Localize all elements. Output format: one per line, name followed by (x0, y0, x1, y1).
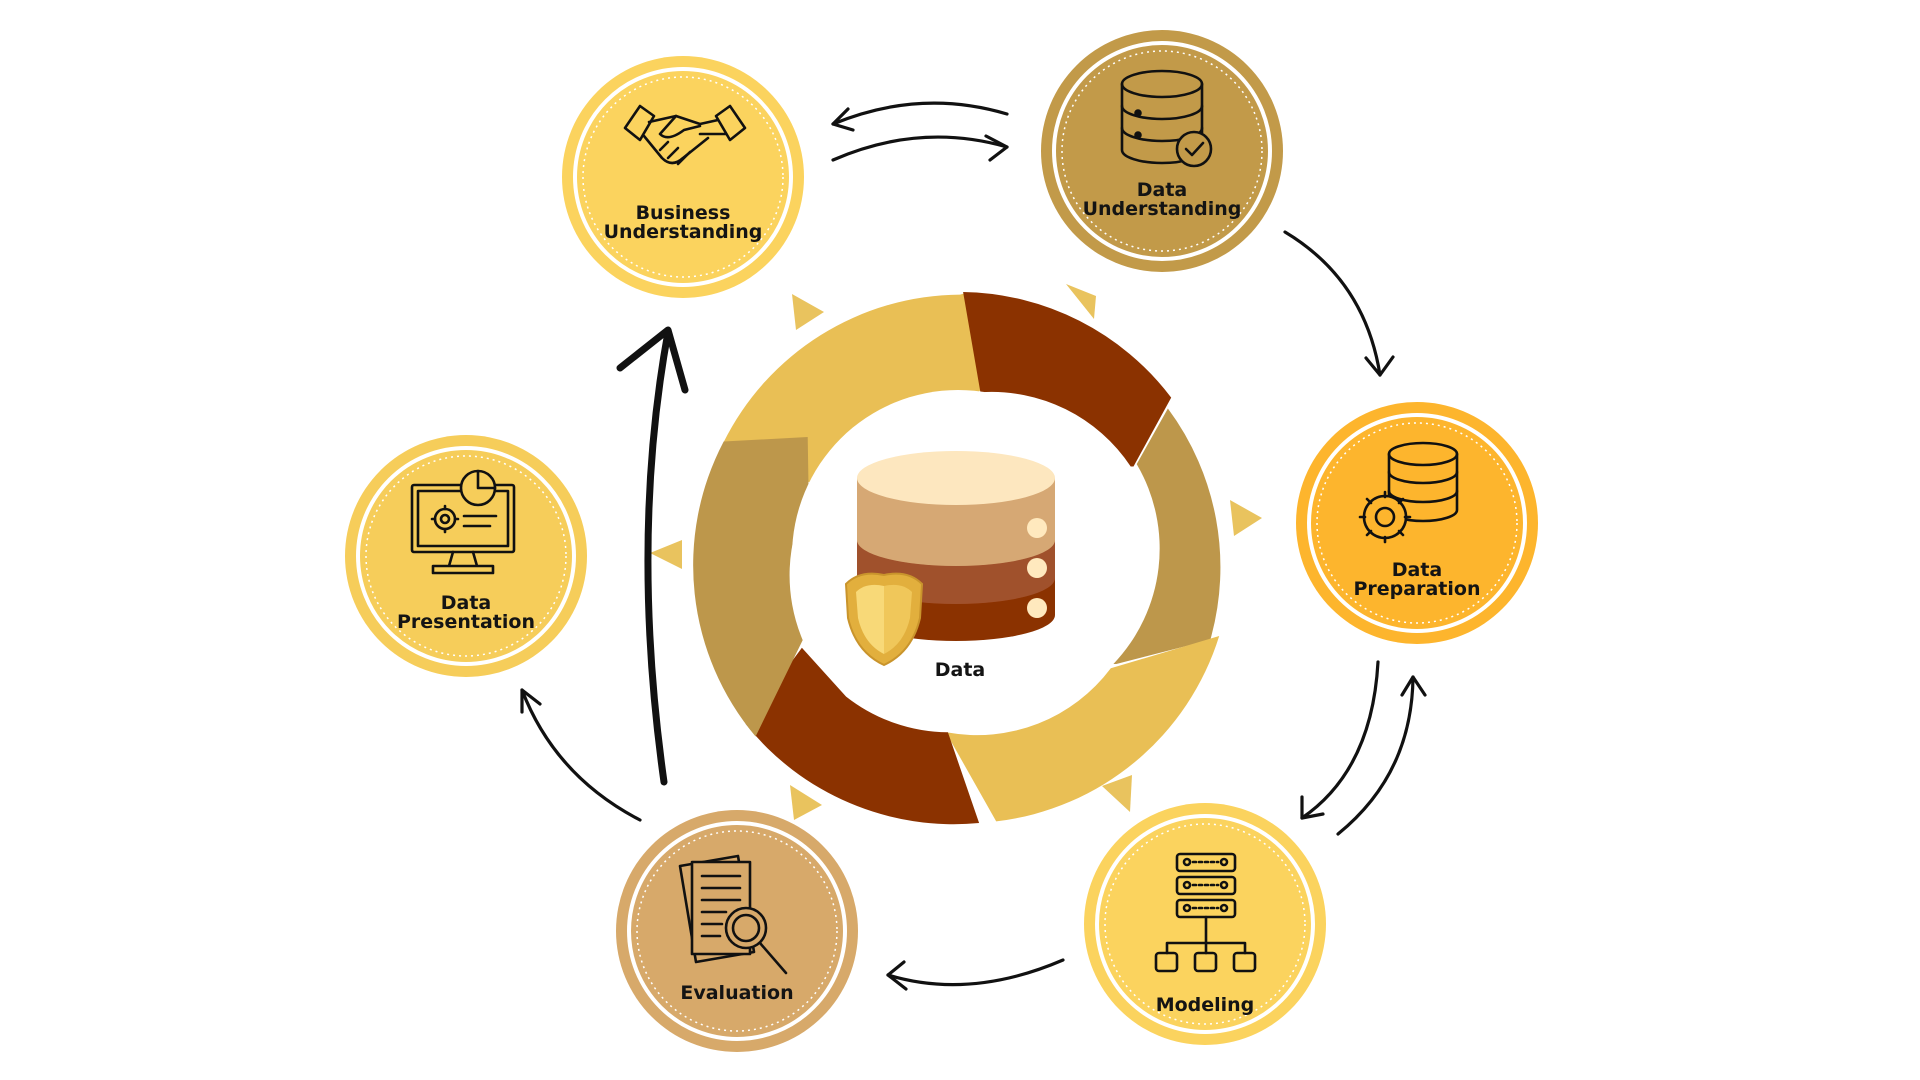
pointer-triangle (1066, 284, 1096, 319)
node-label: Data (441, 592, 492, 614)
node-data-presentation: Data Presentation (345, 435, 587, 677)
database-gear-icon (1358, 441, 1459, 544)
cycle-segment (723, 293, 1008, 485)
node-dotted (365, 455, 567, 657)
arrow-business-to-data-understanding-head (984, 134, 1009, 162)
shield-shade (884, 584, 912, 654)
node-label: Understanding (604, 221, 763, 243)
node-inner (1052, 41, 1272, 261)
db-led (1027, 598, 1047, 618)
node-label: Data (1137, 179, 1188, 201)
pointer-triangle (790, 785, 822, 820)
node-dotted (582, 76, 784, 278)
shield-highlight (856, 584, 884, 654)
node-evaluation: Evaluation (616, 810, 858, 1052)
cycle-segment (745, 647, 980, 825)
arrow-modeling-to-preparation-head (1400, 675, 1427, 697)
node-data-preparation: Data Preparation (1296, 402, 1538, 644)
arrow-evaluation-to-business (644, 328, 672, 786)
cycle-segment (963, 292, 1172, 467)
node-dotted (636, 830, 838, 1032)
arrow-understanding-to-preparation-head (1364, 355, 1395, 377)
arrow-data-understanding-to-business-head (831, 107, 855, 132)
node-label: Evaluation (680, 982, 793, 1004)
node-label: Preparation (1354, 578, 1481, 600)
cycle-segment (1113, 408, 1221, 664)
arrow-modeling-to-evaluation (886, 958, 1065, 987)
pointer-triangle (792, 294, 824, 330)
database-shield-icon (844, 451, 1055, 667)
center-label: Data (935, 659, 986, 681)
node-dotted (1316, 422, 1518, 624)
database-check-icon (1120, 69, 1213, 168)
arrow-data-understanding-to-business (831, 101, 1009, 126)
node-data-understanding: Data Understanding (1041, 30, 1283, 272)
pointer-triangle (1230, 500, 1262, 536)
document-search-icon (678, 854, 788, 975)
db-led (1027, 518, 1047, 538)
node-label: Understanding (1083, 198, 1242, 220)
node-inner (1307, 413, 1527, 633)
pointer-triangles (650, 284, 1262, 820)
pointer-triangle (650, 540, 682, 569)
arrow-modeling-to-evaluation-head (886, 960, 908, 991)
arrow-evaluation-to-business-head (616, 326, 689, 394)
node-business-understanding: Business Understanding (562, 56, 804, 298)
flow-arrows (520, 101, 1427, 991)
arrow-understanding-to-preparation (1283, 230, 1382, 377)
server-hierarchy-icon (1154, 852, 1257, 973)
node-dotted (1061, 50, 1263, 252)
arrow-preparation-to-modeling-head (1300, 795, 1325, 820)
node-label: Presentation (397, 611, 535, 633)
cycle-segment (693, 437, 809, 737)
node-label: Business (636, 202, 731, 224)
node-label: Data (1392, 559, 1443, 581)
cycle-segment (947, 636, 1220, 822)
node-label: Modeling (1156, 994, 1255, 1016)
arrow-preparation-to-modeling (1300, 660, 1380, 820)
db-top (857, 451, 1055, 505)
arrow-evaluation-to-presentation (520, 688, 642, 822)
node-inner (573, 67, 793, 287)
arrow-modeling-to-preparation (1336, 675, 1415, 836)
node-dotted (1104, 823, 1306, 1025)
node-modeling: Modeling (1084, 803, 1326, 1045)
pointer-triangle (1102, 775, 1132, 812)
handshake-icon (623, 104, 747, 166)
arrow-evaluation-to-presentation-head (520, 688, 542, 714)
arrow-business-to-data-understanding (831, 135, 1009, 162)
monitor-chart-icon (410, 469, 516, 575)
db-led (1027, 558, 1047, 578)
